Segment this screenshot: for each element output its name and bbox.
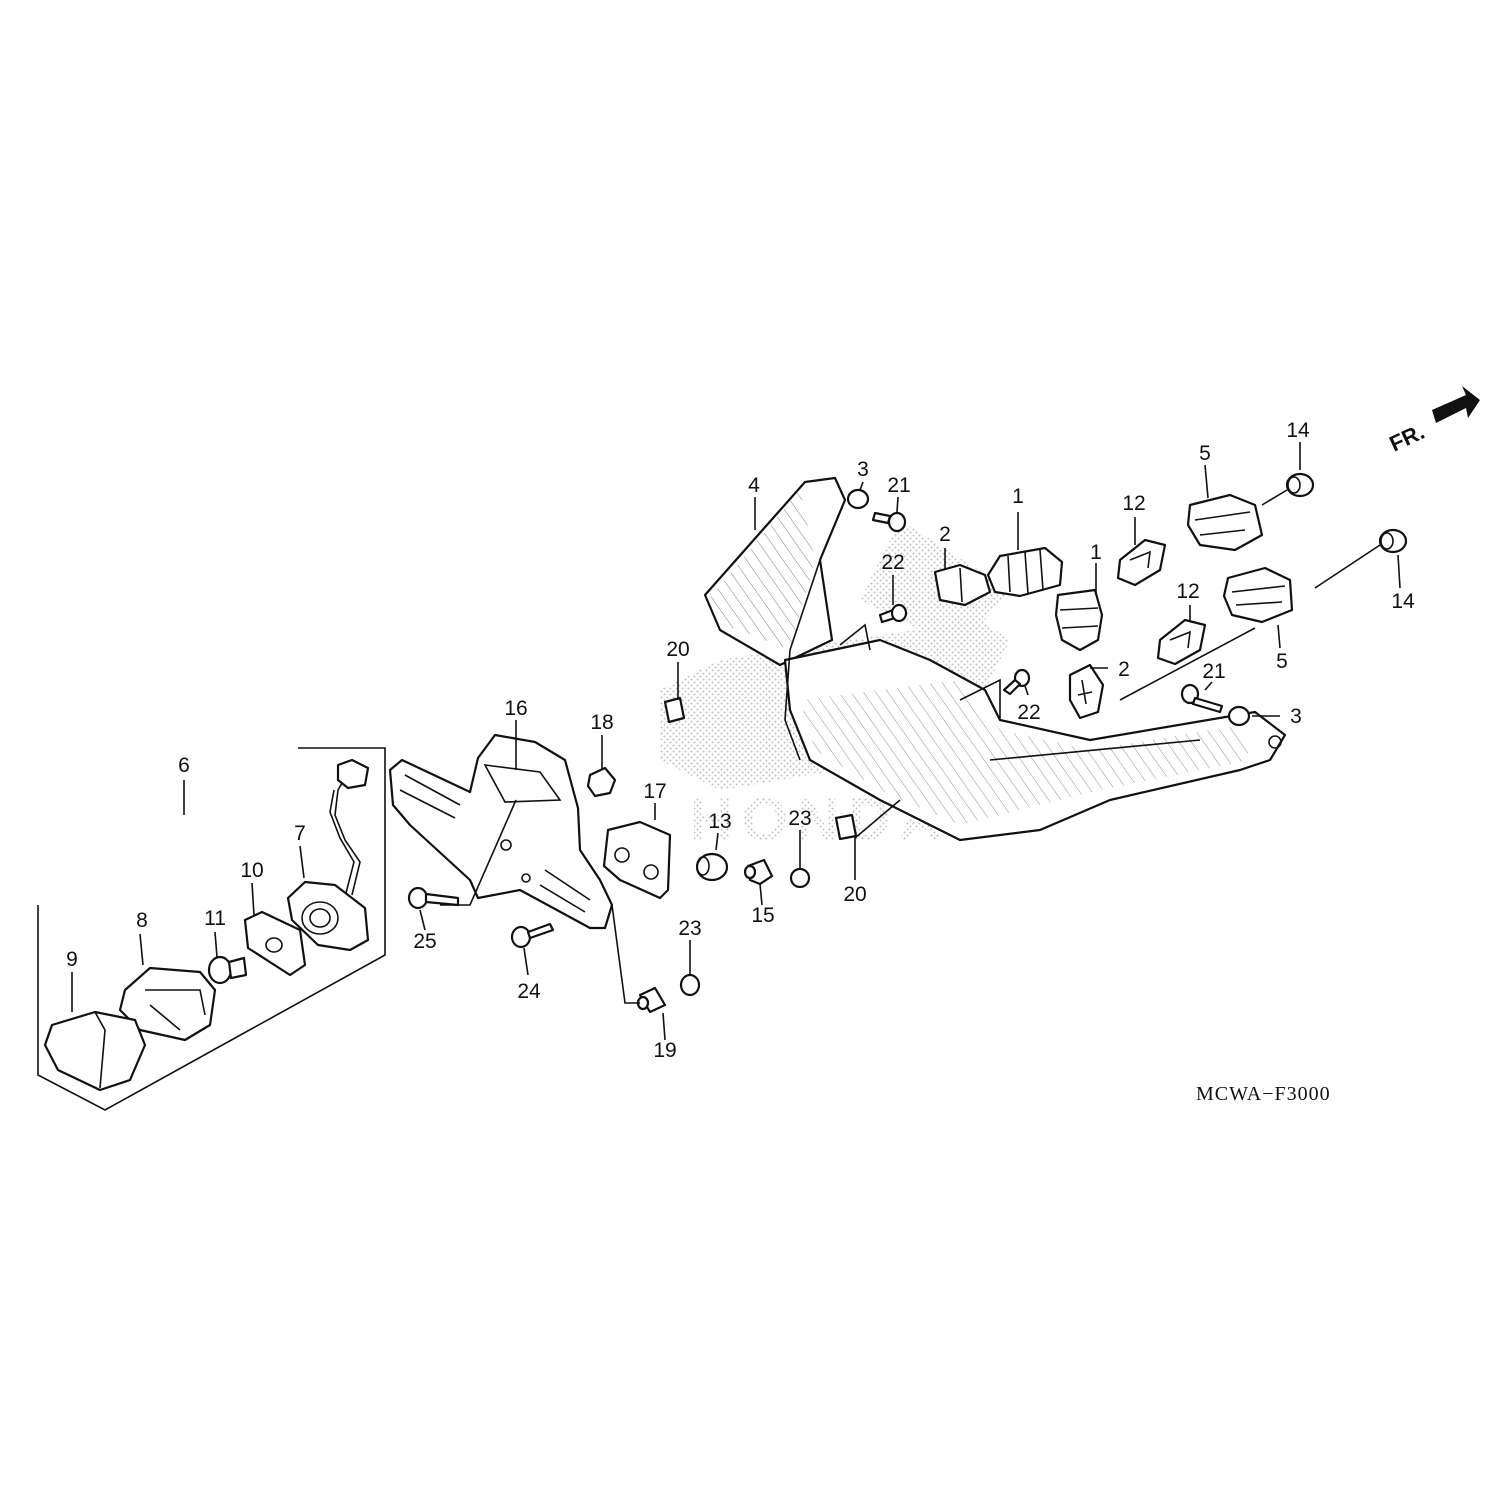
callout-21-upper: 21 xyxy=(887,474,910,497)
callout-20-upper: 20 xyxy=(666,638,689,661)
callout-5-lower: 5 xyxy=(1276,650,1288,673)
cushion-18 xyxy=(586,766,617,798)
callout-16: 16 xyxy=(504,697,527,720)
nut-23-lower xyxy=(679,973,701,997)
connector-lower xyxy=(1222,566,1294,624)
callout-19: 19 xyxy=(653,1039,676,1062)
lens xyxy=(43,1010,147,1092)
small-bulb xyxy=(207,955,248,985)
screw-22-upper xyxy=(878,603,908,624)
callout-12-upper: 12 xyxy=(1122,492,1145,515)
callout-12-lower: 12 xyxy=(1176,580,1199,603)
collar-upper xyxy=(846,488,870,510)
callout-18: 18 xyxy=(590,711,613,734)
callout-6: 6 xyxy=(178,754,190,777)
callout-labels: 1 1 2 2 3 3 4 5 5 6 7 8 9 10 11 12 12 13… xyxy=(66,419,1415,1062)
callout-14-upper: 14 xyxy=(1286,419,1310,442)
screw-lower xyxy=(1180,683,1224,714)
callout-22-lower: 22 xyxy=(1017,701,1040,724)
screw-upper xyxy=(871,511,907,533)
callout-21-lower: 21 xyxy=(1202,660,1225,683)
clip-upper xyxy=(1116,538,1167,587)
screw-22-lower xyxy=(1002,668,1031,696)
callout-11: 11 xyxy=(204,907,226,930)
clip-nut-right xyxy=(834,813,858,841)
callout-24: 24 xyxy=(517,980,541,1003)
bulb-socket-upper xyxy=(986,546,1064,598)
reflector-plate xyxy=(602,820,672,900)
callout-25: 25 xyxy=(413,930,436,953)
clip-lower xyxy=(1156,618,1207,666)
callout-2-lower: 2 xyxy=(1118,658,1130,681)
callout-20-lower: 20 xyxy=(843,883,866,906)
callout-23-lower: 23 xyxy=(678,917,701,940)
callout-1-lower: 1 xyxy=(1090,541,1102,564)
gasket xyxy=(243,910,307,977)
grommet-13 xyxy=(695,852,729,882)
callout-3-lower: 3 xyxy=(1290,705,1302,728)
nut-23-upper xyxy=(789,867,811,889)
callout-3-upper: 3 xyxy=(857,458,869,481)
callout-8: 8 xyxy=(136,909,148,932)
connector-upper xyxy=(1186,493,1264,552)
callout-4: 4 xyxy=(748,474,760,497)
front-label: FR. xyxy=(1386,419,1429,457)
bolt-24 xyxy=(510,922,555,949)
collar-lower xyxy=(1227,705,1251,727)
callout-5-upper: 5 xyxy=(1199,442,1211,465)
tail-housing xyxy=(703,476,1287,842)
callout-13: 13 xyxy=(708,810,731,833)
lens-housing xyxy=(118,966,217,1042)
callout-10: 10 xyxy=(240,859,263,882)
front-arrow: FR. xyxy=(1386,386,1480,457)
callout-22-upper: 22 xyxy=(881,551,904,574)
callout-2-upper: 2 xyxy=(939,523,951,546)
callout-23-upper: 23 xyxy=(788,807,811,830)
bulb-upper xyxy=(933,563,992,607)
callout-7: 7 xyxy=(294,822,306,845)
license-bracket xyxy=(388,733,614,930)
light-base xyxy=(286,758,370,952)
clip-nut-left xyxy=(663,696,686,724)
collar-19 xyxy=(636,986,667,1014)
callout-9: 9 xyxy=(66,948,78,971)
bulb-socket-lower xyxy=(1054,588,1104,652)
grommet-upper xyxy=(1285,472,1315,498)
license-light-assembly-frame xyxy=(37,747,386,1111)
callout-15: 15 xyxy=(751,904,774,927)
callout-17: 17 xyxy=(643,780,666,803)
leader-lines xyxy=(71,442,1401,1041)
callout-14-lower: 14 xyxy=(1391,590,1415,613)
bolt-25 xyxy=(407,886,460,910)
grommet-lower xyxy=(1378,528,1408,554)
collar-15 xyxy=(743,858,774,886)
callout-1-upper: 1 xyxy=(1012,485,1024,508)
bulb-lower xyxy=(1068,663,1105,720)
diagram-code: MCWA−F3000 xyxy=(1196,1083,1331,1105)
